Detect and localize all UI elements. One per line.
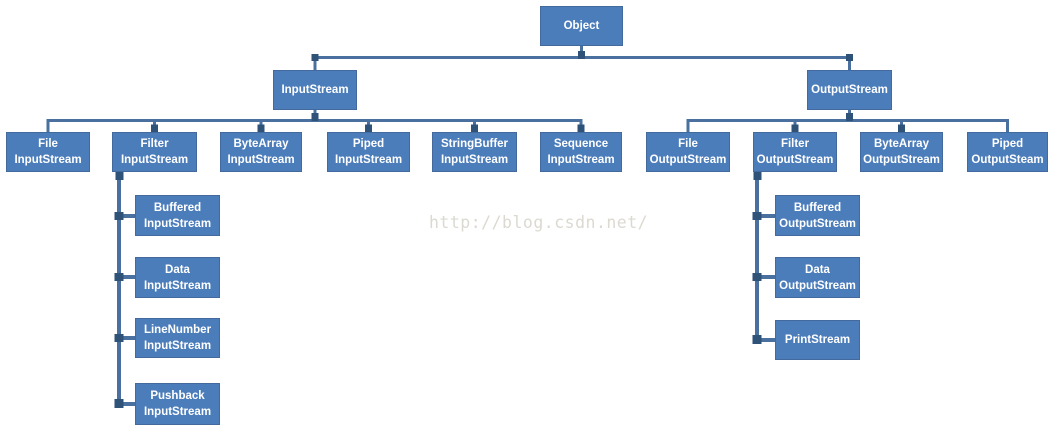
- node-label-line2: InputStream: [547, 154, 615, 166]
- node-outputstream: OutputStream: [807, 70, 892, 110]
- node-linenumber-inputstream: LineNumber InputStream: [135, 318, 220, 358]
- node-label-line1: InputStream: [281, 84, 349, 96]
- node-label-line1: Pushback: [150, 390, 205, 402]
- node-label-line1: Filter: [140, 138, 169, 150]
- node-label-line2: InputStream: [143, 340, 212, 352]
- node-label-line1: ByteArray: [233, 138, 289, 150]
- node-label-line2: InputStream: [143, 279, 212, 292]
- watermark-text: http://blog.csdn.net/: [429, 213, 649, 232]
- node-bytearray-outputstream: ByteArray OutputStream: [860, 132, 943, 172]
- node-inputstream: InputStream: [273, 70, 357, 110]
- node-label-line2: InputStream: [334, 154, 403, 166]
- node-buffered-outputstream: Buffered OutputStream: [775, 195, 860, 236]
- node-label-line2: InputStream: [14, 154, 82, 166]
- node-label-line2: OutputStream: [756, 154, 834, 166]
- node-label-line1: LineNumber: [143, 324, 212, 336]
- node-label-line2: OutputStream: [779, 279, 856, 292]
- node-object: Object: [540, 6, 623, 46]
- node-buffered-inputstream: Buffered InputStream: [135, 195, 220, 236]
- node-stringbuffer-inputstream: StringBuffer InputStream: [432, 132, 517, 172]
- node-label-line2: InputStream: [227, 154, 295, 166]
- node-label-line2: InputStream: [120, 154, 189, 166]
- node-file-inputstream: File InputStream: [6, 132, 90, 172]
- node-label-line1: PrintStream: [784, 334, 851, 346]
- node-filter-outputstream: Filter OutputStream: [753, 132, 837, 172]
- node-label-line1: Piped: [991, 138, 1024, 150]
- node-bytearray-inputstream: ByteArray InputStream: [220, 132, 302, 172]
- node-label-line1: Filter: [780, 138, 810, 150]
- node-label-line1: Data: [805, 263, 830, 276]
- node-piped-outputstream: Piped OutputSteam: [967, 132, 1048, 172]
- node-label-line1: Buffered: [153, 201, 202, 214]
- node-label-line2: OutputSteam: [971, 154, 1044, 166]
- node-label-line2: OutputStream: [649, 154, 727, 166]
- node-printstream: PrintStream: [775, 320, 860, 360]
- node-label-line1: Data: [165, 263, 190, 276]
- node-pushback-inputstream: Pushback InputStream: [135, 383, 220, 425]
- node-label-line2: OutputStream: [863, 154, 940, 166]
- node-data-inputstream: Data InputStream: [135, 257, 220, 298]
- node-label-line1: Buffered: [793, 201, 842, 214]
- node-data-outputstream: Data OutputStream: [775, 257, 860, 298]
- node-label-line1: Object: [563, 20, 600, 32]
- node-file-outputstream: File OutputStream: [646, 132, 730, 172]
- node-label-line1: Piped: [352, 138, 385, 150]
- node-label-line1: Sequence: [553, 138, 609, 150]
- node-label-line2: InputStream: [440, 154, 509, 166]
- node-label-line1: StringBuffer: [440, 138, 509, 150]
- node-sequence-inputstream: Sequence InputStream: [540, 132, 622, 172]
- node-label-line1: File: [678, 138, 698, 150]
- node-piped-inputstream: Piped InputStream: [327, 132, 410, 172]
- node-filter-inputstream: Filter InputStream: [112, 132, 197, 172]
- node-label-line1: ByteArray: [874, 138, 929, 150]
- node-label-line2: InputStream: [143, 217, 212, 230]
- node-label-line1: OutputStream: [811, 84, 888, 96]
- node-label-line1: File: [38, 138, 58, 150]
- node-label-line2: InputStream: [143, 406, 212, 418]
- node-label-line2: OutputStream: [779, 217, 856, 230]
